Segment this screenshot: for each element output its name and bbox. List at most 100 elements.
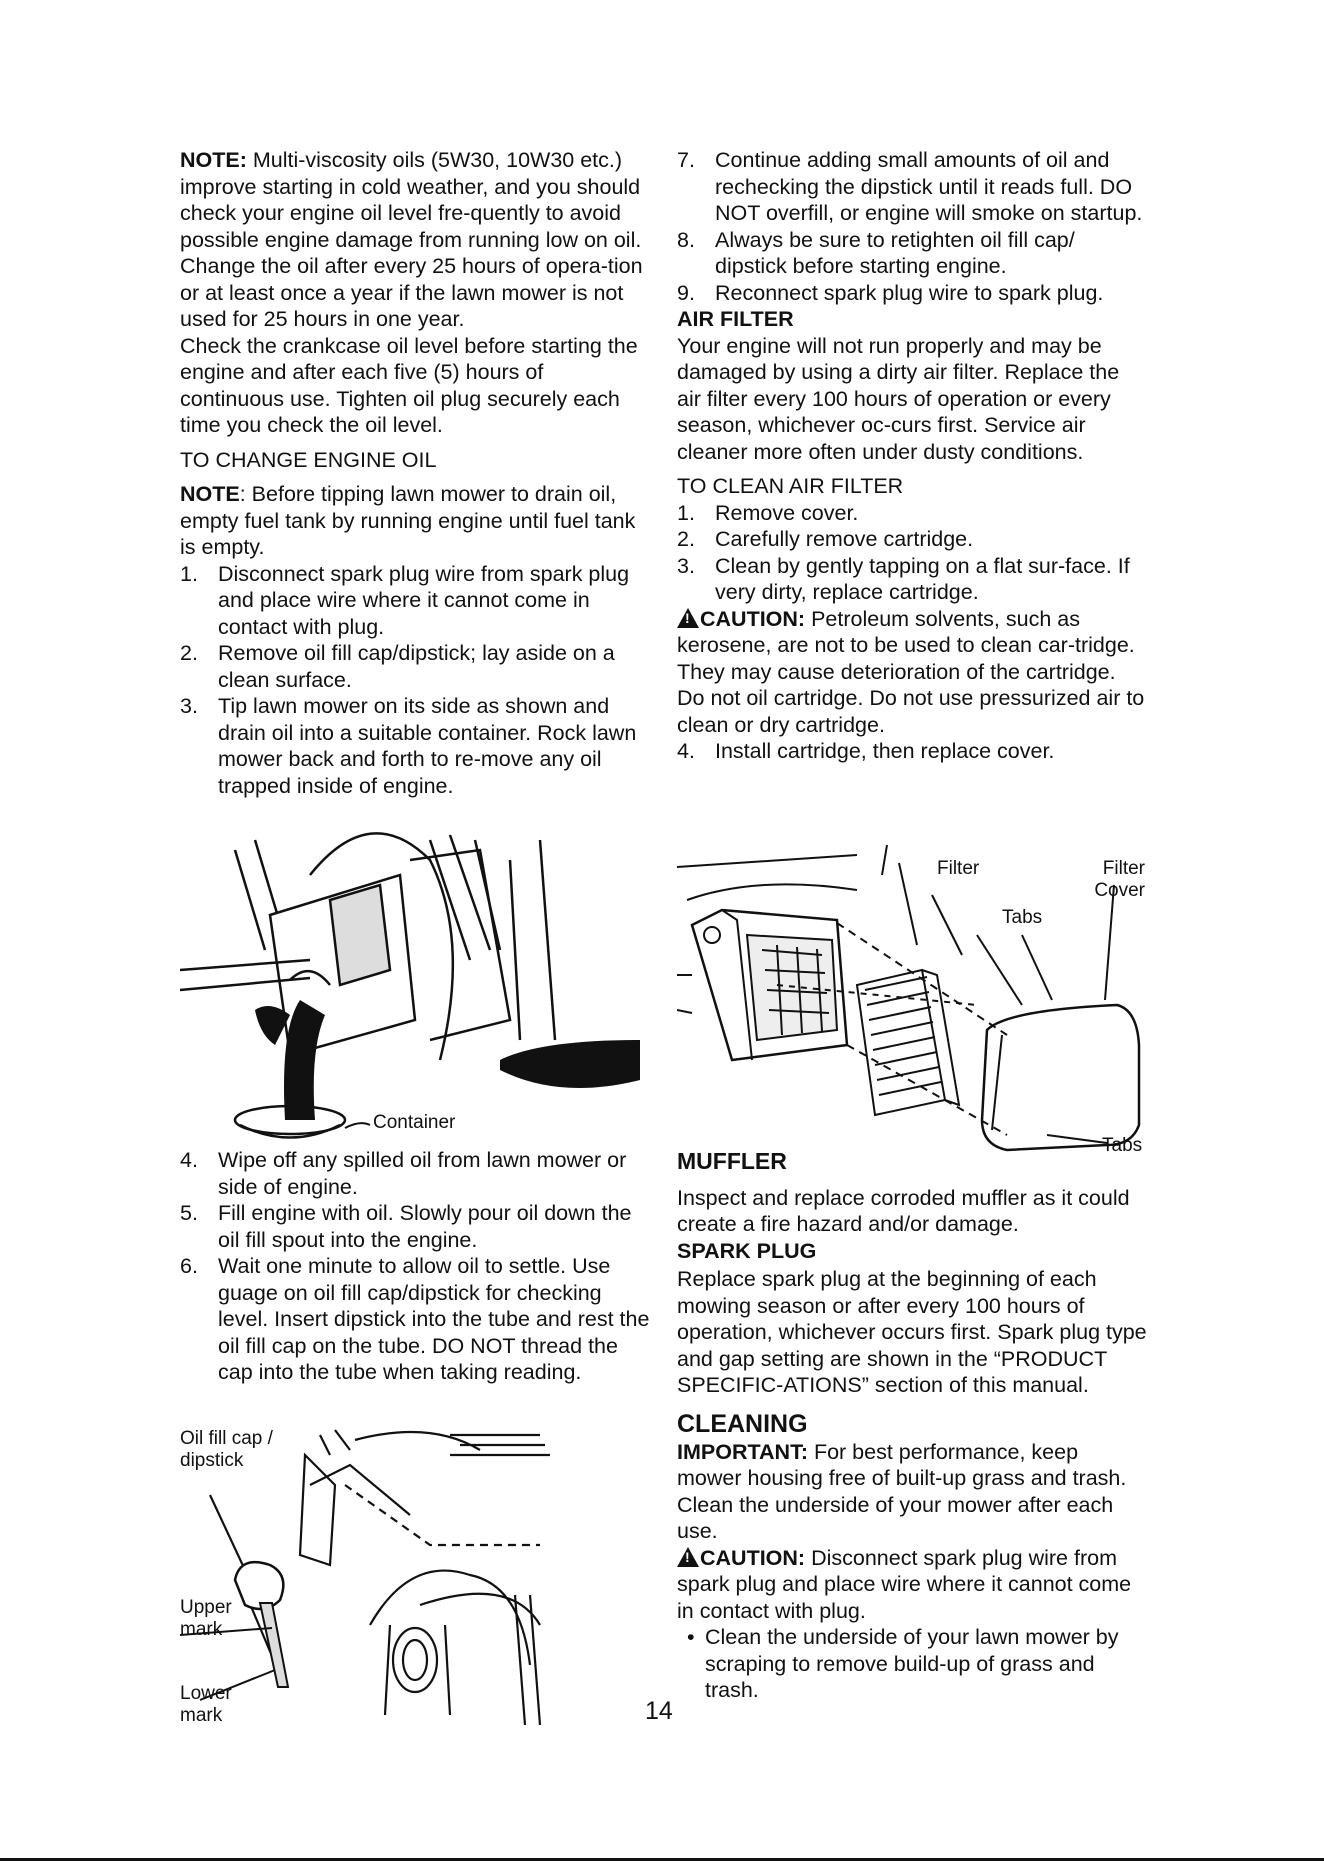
step-text: Disconnect spark plug wire from spark pl…	[218, 561, 630, 639]
step-number: 4.	[677, 739, 695, 763]
step-text: Remove oil fill cap/dipstick; lay aside …	[218, 641, 615, 692]
important-text: For best performance, keep mower housing…	[677, 1439, 1127, 1544]
tabs-top-label: Tabs	[1002, 907, 1043, 928]
step-number: 1.	[677, 500, 695, 525]
step-text: Reconnect spark plug wire to spark plug.	[715, 280, 1104, 305]
list-item: 3. Clean by gently tapping on a flat sur-…	[677, 553, 1147, 606]
caution-label: CAUTION:	[700, 1545, 806, 1570]
caution-text: Petroleum solvents, such as kerosene, ar…	[677, 606, 1145, 737]
cleaning-heading: CLEANING	[677, 1409, 808, 1438]
steps-list-b: 4. Wipe off any spilled oil from lawn mow…	[180, 1147, 650, 1386]
air-filter-text: Your engine will not run properly and ma…	[677, 333, 1120, 464]
list-item: 9. Reconnect spark plug wire to spark plu…	[677, 280, 1147, 307]
spark-plug-heading: SPARK PLUG	[677, 1238, 817, 1263]
list-item: • Clean the underside of your lawn mower …	[677, 1624, 1147, 1704]
step-number: 8.	[677, 227, 695, 252]
change-oil-paragraph: Change the oil after every 25 hours of o…	[180, 254, 643, 331]
list-item: 1. Remove cover.	[677, 500, 1147, 527]
to-clean-heading: TO CLEAN AIR FILTER	[677, 474, 904, 498]
steps-list-c: 7. Continue adding small amounts of oil a…	[677, 147, 1147, 306]
right-column: 7. Continue adding small amounts of oil a…	[677, 147, 1147, 765]
page-number: 14	[645, 1697, 673, 1725]
note-label: NOTE:	[180, 148, 247, 172]
label-line: dipstick	[180, 1450, 244, 1471]
to-change-heading: TO CHANGE ENGINE OIL	[180, 447, 437, 472]
caution-label: CAUTION:	[700, 606, 806, 631]
list-item: 5. Fill engine with oil. Slowly pour oil …	[180, 1200, 650, 1253]
oil-fill-cap-label: Oil fill cap /dipstick	[180, 1428, 273, 1472]
label-line: Cover	[1094, 880, 1145, 901]
step-number: 4.	[180, 1148, 198, 1172]
label-line: Oil fill cap /	[180, 1428, 273, 1449]
step-number: 7.	[677, 148, 695, 172]
caution-disconnect: CAUTION: Disconnect spark plug wire from…	[677, 1545, 1147, 1625]
step-number: 3.	[677, 553, 695, 578]
caution-solvents: CAUTION: Petroleum solvents, such as ker…	[677, 606, 1147, 739]
step-text: Always be sure to retighten oil fill cap…	[715, 227, 1075, 279]
step-number: 1.	[180, 561, 198, 586]
list-item: 4. Install cartridge, then replace cover.	[677, 738, 1147, 765]
steps-list-a: 1. Disconnect spark plug wire from spark …	[180, 561, 650, 800]
label-line: Upper	[180, 1597, 232, 1618]
step-number: 5.	[180, 1201, 198, 1225]
muffler-text: Inspect and replace corroded muffler as …	[677, 1185, 1130, 1237]
step-number: 2.	[677, 527, 695, 551]
page-bottom-rule	[0, 1858, 1324, 1861]
filter-label: Filter	[937, 858, 980, 879]
note-text: : Before tipping lawn mower to drain oil…	[180, 482, 636, 559]
drain-oil-illustration	[180, 832, 640, 1139]
step-number: 2.	[180, 641, 198, 665]
air-filter-heading: AIR FILTER	[677, 307, 794, 331]
important-label: IMPORTANT:	[677, 1439, 808, 1464]
step-text: Clean by gently tapping on a flat sur-fa…	[715, 553, 1130, 605]
left-column-lower: 4. Wipe off any spilled oil from lawn mow…	[180, 1147, 650, 1386]
label-line: mark	[180, 1619, 223, 1640]
step-number: 9.	[677, 280, 695, 305]
list-item: 4. Wipe off any spilled oil from lawn mow…	[180, 1147, 650, 1200]
step-text: Remove cover.	[715, 500, 859, 525]
list-item: 3. Tip lawn mower on its side as shown an…	[180, 693, 650, 799]
step-number: 3.	[180, 694, 198, 718]
list-item: 8. Always be sure to retighten oil fill c…	[677, 227, 1147, 280]
caution-text: Disconnect spark plug wire from spark pl…	[677, 1545, 1132, 1623]
spark-plug-text: Replace spark plug at the beginning of e…	[677, 1267, 1147, 1397]
step-text: Carefully remove cartridge.	[715, 527, 974, 551]
right-column-lower: MUFFLER Inspect and replace corroded muf…	[677, 1148, 1147, 1704]
step-text: Continue adding small amounts of oil and…	[715, 148, 1143, 225]
bullet-dot: •	[687, 1625, 695, 1649]
label-line: mark	[180, 1705, 223, 1726]
list-item: 2. Carefully remove cartridge.	[677, 526, 1147, 553]
note-multi-viscosity: NOTE: Multi-viscosity oils (5W30, 10W30 …	[180, 147, 650, 253]
note-text: Multi-viscosity oils (5W30, 10W30 etc.) …	[180, 148, 642, 252]
check-oil-paragraph: Check the crankcase oil level before sta…	[180, 333, 638, 438]
bullet-text: Clean the underside of your lawn mower b…	[705, 1625, 1119, 1702]
dipstick-illustration	[180, 1429, 550, 1725]
list-item: 6. Wait one minute to allow oil to settle…	[180, 1253, 650, 1386]
warning-icon	[677, 607, 699, 628]
step-text: Fill engine with oil. Slowly pour oil do…	[218, 1201, 632, 1252]
tabs-bottom-label: Tabs	[1102, 1135, 1143, 1156]
warning-icon	[677, 1546, 699, 1567]
list-item: 1. Disconnect spark plug wire from spark …	[180, 561, 650, 641]
list-item: 7. Continue adding small amounts of oil a…	[677, 147, 1147, 227]
left-column: NOTE: Multi-viscosity oils (5W30, 10W30 …	[180, 147, 650, 799]
clean-steps-list: 1. Remove cover. 2. Carefully remove cartr…	[677, 500, 1147, 606]
step-text: Wait one minute to allow oil to settle. …	[218, 1254, 650, 1384]
step-text: Install cartridge, then replace cover.	[715, 739, 1055, 763]
label-line: Lower	[180, 1683, 232, 1704]
note-label: NOTE	[180, 482, 240, 506]
list-item: 2. Remove oil fill cap/dipstick; lay asid…	[180, 640, 650, 693]
note-tipping: NOTE: Before tipping lawn mower to drain…	[180, 481, 650, 561]
step-text: Tip lawn mower on its side as shown and …	[218, 694, 637, 798]
container-label: Container	[373, 1112, 456, 1133]
cleaning-bullets: • Clean the underside of your lawn mower …	[677, 1624, 1147, 1704]
muffler-heading: MUFFLER	[677, 1148, 787, 1174]
label-line: Filter	[1102, 858, 1145, 879]
step-text: Wipe off any spilled oil from lawn mower…	[218, 1148, 627, 1199]
step-number: 6.	[180, 1254, 198, 1278]
important-paragraph: IMPORTANT: For best performance, keep mo…	[677, 1439, 1147, 1545]
air-filter-illustration	[677, 845, 1141, 1152]
